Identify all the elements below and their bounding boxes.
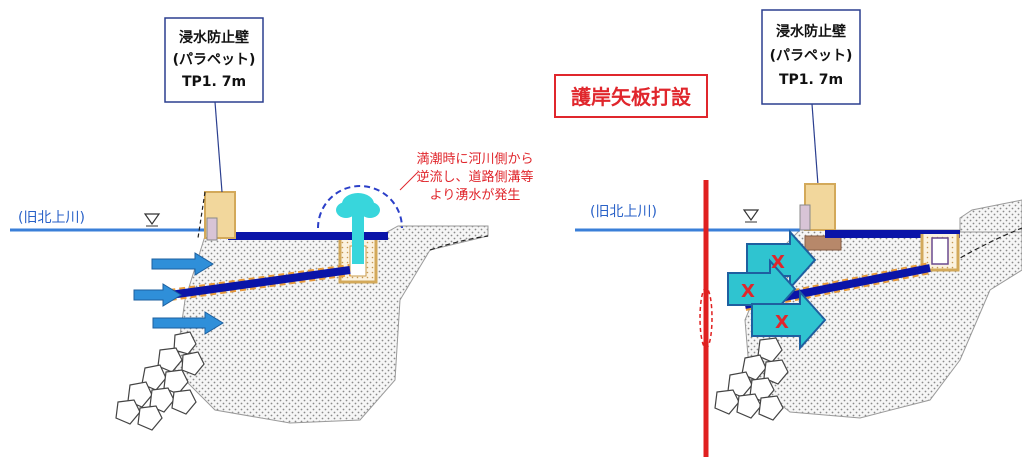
left-river-label: (旧北上川) [18, 210, 85, 226]
left-parapet-base [206, 217, 218, 241]
blocked-mark-middle: X [741, 281, 755, 302]
left-surface-band [228, 232, 388, 240]
left-callout-line-3: TP1. 7m [182, 74, 246, 90]
left-panel: (旧北上川) 浸水防止壁 (パラペット) TP1. 7m [10, 17, 534, 431]
left-annotation-pointer [399, 171, 419, 191]
right-title-box [554, 74, 708, 118]
right-water-level-marker [742, 209, 760, 222]
left-annotation-line-2: 逆流し、道路側溝等 [416, 169, 533, 185]
blocked-mark-top: X [771, 252, 785, 273]
left-callout-pointer [214, 101, 223, 193]
sheet-pile-detail-dash [699, 287, 713, 349]
left-callout-line-2: (パラペット) [173, 52, 256, 68]
left-embankment [174, 225, 489, 424]
right-callout-line-2: (パラペット) [770, 48, 853, 64]
flow-arrow-top [151, 252, 214, 276]
right-title-text: 護岸矢板打設 [571, 85, 692, 109]
left-callout-line-1: 浸水防止壁 [179, 29, 249, 46]
right-riprap [714, 337, 789, 421]
right-panel: 護岸矢板打設 浸水防止壁 (パラペット) TP1. 7m (旧北上川) [554, 9, 1022, 457]
left-seepage-pipe-core [169, 266, 351, 299]
left-wall-callout-box [164, 17, 264, 103]
right-ditch-inner [931, 237, 949, 265]
left-flow-arrows [133, 252, 224, 335]
flow-arrow-middle [133, 283, 182, 307]
blocked-mark-bottom: X [775, 312, 789, 333]
right-river-label: (旧北上川) [590, 204, 657, 220]
right-callout-pointer [811, 103, 819, 186]
right-callout-line-3: TP1. 7m [779, 72, 843, 88]
left-spring-water-icon [336, 193, 380, 264]
blocked-arrow-bottom [751, 289, 827, 351]
right-blocked-arrows [727, 229, 827, 351]
left-old-wall-outline [197, 191, 206, 239]
right-parapet-base [799, 204, 811, 231]
right-callout-line-1: 浸水防止壁 [776, 23, 846, 40]
left-spring-dome [317, 185, 403, 229]
left-annotation-line-1: 満潮時に河川側から [416, 152, 533, 167]
flow-arrow-bottom [152, 311, 224, 335]
left-riprap [115, 331, 205, 431]
left-water-level-marker [143, 213, 161, 226]
right-wall-callout-box [761, 9, 861, 105]
right-high-ground [959, 199, 1022, 233]
right-parapet-footing [804, 235, 842, 251]
left-annotation-line-3: より湧水が発生 [430, 187, 521, 203]
